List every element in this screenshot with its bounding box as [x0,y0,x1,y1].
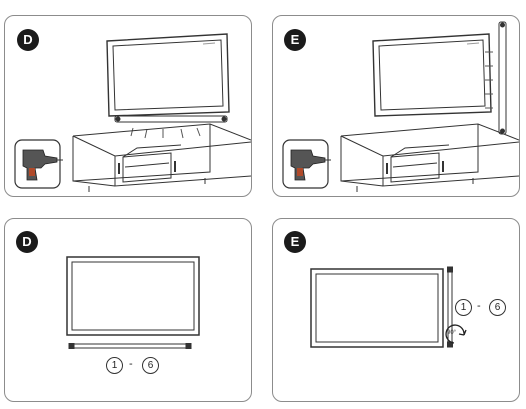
step-badge-d: D [16,231,38,253]
rotation-angle-label: 90° [447,330,457,336]
panel-d-diagram: D 1 - 6 [4,218,252,402]
panel-d-installed: D [4,15,252,197]
tv-stand-illustration-e [282,21,519,192]
step-badge-d: D [17,29,39,51]
step-badge-e: E [284,29,306,51]
range-separator: - [477,300,481,312]
panel-e-installed: E [272,15,520,197]
step-badge-e: E [284,231,306,253]
tv-front-diagram-d [66,256,200,349]
panel-e-diagram: E 1 - 6 90° [272,218,520,402]
power-drill-icon [14,139,63,189]
range-end-label: 6 [489,299,506,316]
rotate-icon [445,324,467,344]
tv-stand-illustration-d [14,33,251,192]
range-start-label: 1 [455,299,472,316]
power-drill-icon [282,139,331,189]
range-start-label: 1 [106,357,123,374]
range-end-label: 6 [142,357,159,374]
range-separator: - [129,358,133,370]
tv-front-diagram-e [310,266,467,348]
